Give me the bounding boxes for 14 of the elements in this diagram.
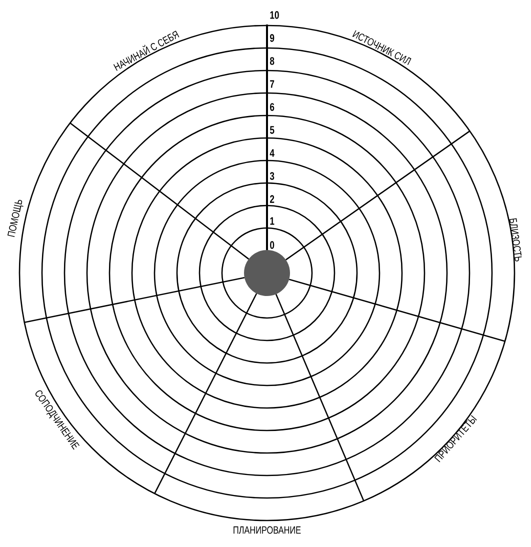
scale-number: 0 [270,241,274,249]
scale-number: 1 [270,217,274,225]
scale-number: 8 [270,57,274,65]
scale-number: 10 [270,11,279,19]
scale-number: 7 [270,80,274,88]
scale-number: 6 [270,103,274,111]
sector-label: ПЛАНИРОВАНИЕ [234,526,301,534]
sector-label: ПОМОЩЬ [7,200,24,237]
scale-number: 9 [270,34,274,42]
scale-number: 5 [270,126,274,134]
scale-number: 3 [270,172,274,180]
scale-number: 4 [270,149,274,157]
scale-number: 2 [270,195,274,203]
sector-label: БЛИЗОСТЬ [509,218,522,262]
